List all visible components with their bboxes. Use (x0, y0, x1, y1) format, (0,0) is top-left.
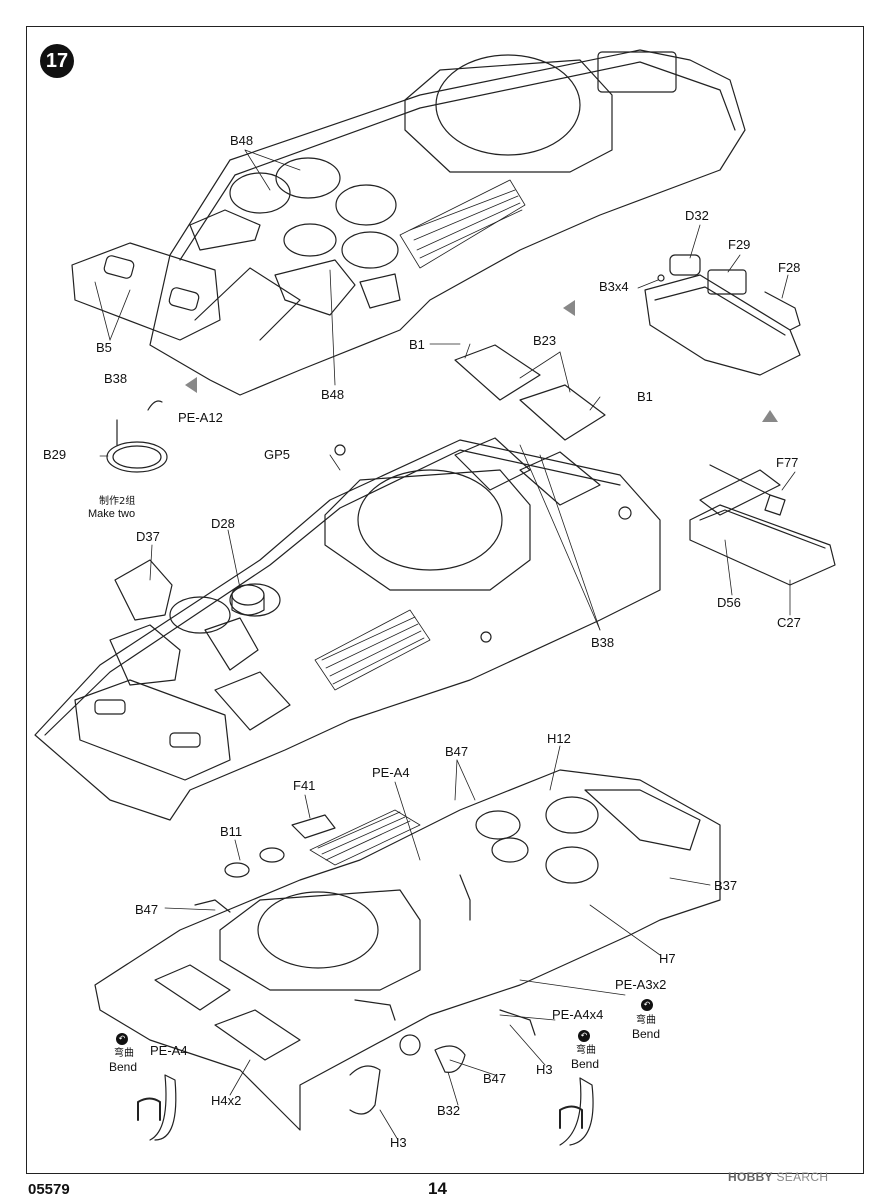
page-frame (26, 26, 864, 1174)
watermark: HOBBY SEARCH (728, 1170, 828, 1184)
watermark-text: SEARCH (776, 1170, 829, 1184)
bend-note-cn: 弯曲 (114, 1048, 134, 1059)
part-label-b11: B11 (220, 824, 243, 839)
part-label-b3x4: B3x4 (599, 279, 629, 294)
part-label-d32: D32 (685, 208, 709, 223)
bend-note: Bend (632, 1027, 661, 1041)
part-label-f28: F28 (778, 260, 801, 275)
part-label-h3: H3 (536, 1062, 553, 1077)
part-label-d56: D56 (717, 595, 741, 610)
tool-rack-assembly (689, 464, 836, 616)
part-label-h7: H7 (659, 951, 676, 966)
part-label-b38: B38 (104, 371, 128, 386)
part-label-b1: B1 (409, 337, 425, 352)
part-label-f77: F77 (776, 455, 799, 470)
bend-note: Bend (571, 1057, 600, 1071)
part-label-pe-a4: PE-A4 (150, 1043, 188, 1058)
bend-icon: ↶ (116, 1030, 128, 1045)
hull-view-top (71, 49, 746, 396)
bend-note: Bend (109, 1060, 138, 1074)
hull-view-middle (34, 343, 661, 821)
bend-icon: ↶ (641, 996, 653, 1011)
part-label-b5: B5 (96, 340, 112, 355)
part-label-b47: B47 (445, 744, 469, 759)
part-label-h4x2: H4x2 (211, 1093, 242, 1108)
storage-box-assembly (563, 224, 801, 422)
part-label-b37: B37 (714, 878, 738, 893)
part-label-c27: C27 (777, 615, 801, 630)
part-label-f29: F29 (728, 237, 751, 252)
part-label-b48: B48 (321, 387, 345, 402)
part-label-gp5: GP5 (264, 447, 291, 462)
part-label-pe-a12: PE-A12 (178, 410, 223, 425)
part-label-pe-a3x2: PE-A3x2 (615, 977, 667, 992)
step-number-badge: 17 (40, 44, 74, 78)
part-label-h3: H3 (390, 1135, 407, 1150)
part-label-b38: B38 (591, 635, 615, 650)
product-code: 05579 (28, 1181, 70, 1198)
page-number: 14 (428, 1179, 447, 1198)
bend-note-cn: 弯曲 (636, 1015, 656, 1026)
bend-note-cn: 弯曲 (576, 1045, 596, 1056)
hull-view-bottom (94, 745, 721, 1146)
part-label-b1: B1 (637, 389, 653, 404)
part-label-b29: B29 (43, 447, 67, 462)
part-label-b47: B47 (483, 1071, 507, 1086)
make-two-note: Make two (88, 508, 136, 520)
part-label-pe-a4x4: PE-A4x4 (552, 1007, 604, 1022)
part-label-b48: B48 (230, 133, 254, 148)
watermark-brand: HOBBY (728, 1170, 773, 1184)
part-label-d37: D37 (136, 529, 160, 544)
make-two-note-cn: 制作2组 (99, 496, 136, 507)
part-label-h12: H12 (547, 731, 571, 746)
part-label-b32: B32 (437, 1103, 461, 1118)
part-label-b23: B23 (533, 333, 557, 348)
part-label-f41: F41 (293, 778, 316, 793)
bend-icon: ↶ (578, 1027, 590, 1042)
part-label-b47: B47 (135, 902, 159, 917)
b29-ring-part (99, 400, 168, 473)
part-label-d28: D28 (211, 516, 235, 531)
part-label-pe-a4: PE-A4 (372, 765, 410, 780)
